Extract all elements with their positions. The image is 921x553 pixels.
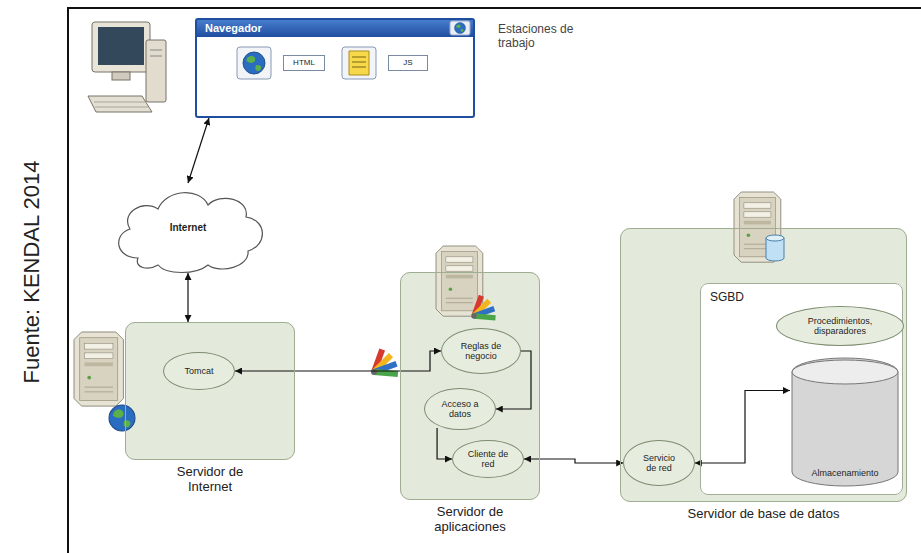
connector — [187, 273, 188, 322]
computer-icon — [98, 27, 144, 65]
computer-icon — [150, 56, 162, 57]
connector — [188, 118, 209, 183]
connector — [524, 459, 623, 463]
node-text: Reglas de negocio — [456, 341, 506, 362]
node-text: SGBD — [701, 284, 902, 305]
node-text: JS — [403, 58, 412, 67]
panel-heading: Servidor de Internet — [160, 465, 260, 495]
connector — [437, 428, 452, 459]
component-ellipse: Procedimientos, disparadores — [776, 306, 904, 346]
storage-cylinder: Almacenamiento — [790, 358, 900, 488]
browser-chrome — [196, 19, 474, 37]
component-ellipse: Servicio de red — [623, 440, 695, 486]
component-ellipse: Cliente de red — [452, 440, 524, 478]
computer-icon — [150, 50, 162, 51]
frame-line — [68, 8, 921, 553]
computer-icon — [88, 22, 166, 112]
node-text: Acceso a datos — [438, 399, 482, 420]
background-art — [371, 348, 398, 377]
node-text: Servicio de red — [637, 453, 681, 474]
browser-chrome — [243, 52, 265, 74]
cloud-outline — [119, 193, 263, 273]
dbms-panel: Procedimientos, disparadoresAlmacenamien… — [700, 283, 903, 495]
component-ellipse: Tomcat — [163, 352, 235, 390]
cylinder-top — [792, 360, 898, 384]
database-icon — [766, 235, 784, 241]
computer-icon — [146, 40, 166, 102]
node-text: Procedimientos, disparadores — [798, 316, 882, 337]
background-art — [74, 332, 123, 406]
node-text: Cliente de red — [466, 449, 510, 470]
browser-chrome — [352, 57, 366, 58]
computer-icon — [92, 22, 150, 72]
computer-icon — [112, 72, 130, 80]
browser-chrome — [450, 21, 470, 35]
browser-chrome — [352, 67, 366, 68]
browser-chrome — [349, 51, 369, 75]
node-text: Tomcat — [184, 366, 213, 376]
component-ellipse: Acceso a datos — [424, 388, 496, 430]
node-text: Almacenamiento — [811, 468, 878, 478]
caption-note: Estaciones de trabajo — [498, 22, 590, 50]
server-panel: Reglas de negocioAcceso a datosCliente d… — [400, 272, 540, 500]
background-art — [109, 405, 135, 431]
node-text: HTML — [293, 58, 315, 67]
computer-icon — [95, 107, 148, 108]
computer-icon — [88, 96, 152, 112]
panel-heading: Servidor de aplicaciones — [405, 505, 535, 535]
node-text: Navegador — [197, 20, 473, 35]
panel-fill — [620, 228, 907, 502]
panel-fill — [125, 322, 295, 460]
panel-fill — [195, 18, 475, 118]
node-text: Internet — [170, 222, 207, 234]
source-note: Fuente: KENDAL 2014 — [19, 122, 45, 422]
cylinder-body — [792, 358, 898, 486]
browser-chrome — [342, 47, 376, 79]
connector — [235, 351, 441, 371]
server-panel: TomcatServidor de Internet — [125, 322, 295, 460]
browser-chrome — [196, 19, 474, 79]
computer-icon — [94, 102, 145, 103]
browser-chrome — [237, 47, 271, 79]
browser-chrome — [352, 62, 366, 63]
browser-window: HTML JS Navegador — [195, 18, 475, 118]
file-box: HTML — [283, 55, 325, 71]
background-art — [471, 295, 495, 321]
component-ellipse: Reglas de negocio — [441, 328, 521, 374]
browser-chrome — [455, 23, 466, 34]
database-icon — [766, 235, 784, 261]
panel-heading: Servidor de base de datos — [679, 507, 849, 522]
server-panel: Procedimientos, disparadoresAlmacenamien… — [620, 228, 907, 502]
file-box: JS — [388, 55, 428, 71]
connector — [695, 391, 790, 464]
network-cloud: Internet — [108, 183, 268, 273]
